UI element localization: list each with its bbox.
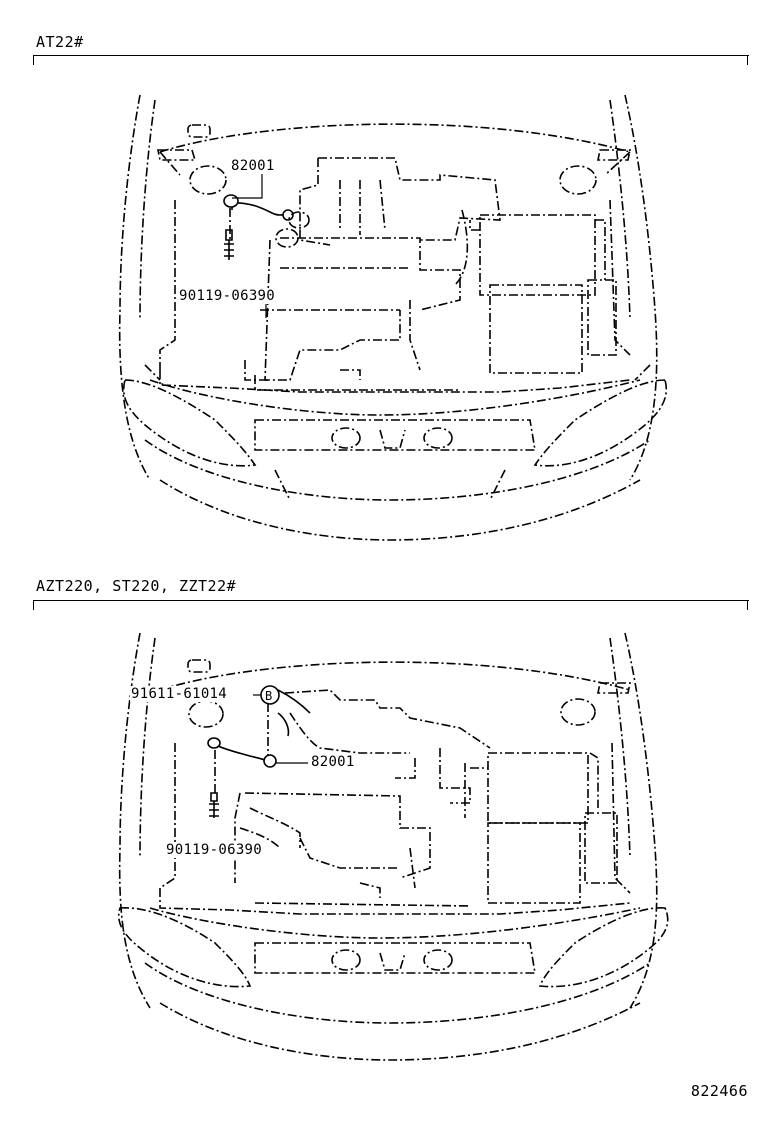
wire-terminal-body-end [223,194,239,208]
section-1-rule-tick-right [747,55,748,65]
label-90119-06390-section-2: 90119-06390 [165,842,264,858]
fuse-box [584,812,618,884]
left-fender-outline [118,94,151,481]
engine-bay-diagram-2: B [0,618,760,1138]
bolt-90119-06390 [209,801,219,818]
label-82001-section-2: 82001 [310,754,356,770]
cowl-outline [159,661,631,691]
bolt-90119-06390 [224,240,234,260]
wire-terminal-engine-end [282,209,294,221]
air-cleaner-box [479,214,596,296]
sheet-id: 822466 [690,1082,748,1100]
section-2-rule [33,600,749,601]
left-strut-tower [188,700,224,728]
wire-terminal-engine-end [263,754,277,768]
left-strut-tower [189,165,227,195]
leader-82001 [232,172,263,199]
section-2-rule-tick-right [747,600,748,610]
front-bumper [144,962,651,1024]
cowl-outline [159,123,631,153]
right-headlight [533,379,667,467]
label-90119-06390-section-1: 90119-06390 [178,288,277,304]
section-1-rule [33,55,749,56]
engine-bay-diagram-1 [0,80,760,600]
ground-wire-82001 [231,202,289,216]
radiator-support [159,370,631,393]
engine-bay-drawing-2: B [118,632,669,1061]
clamp-91611-61014 [277,689,311,714]
battery [487,822,581,904]
air-cleaner-box [487,752,589,824]
right-fender-outline [624,632,658,1009]
ground-wire-82001 [213,743,269,762]
intake-manifold [318,157,501,241]
front-bumper [144,439,651,501]
ref-marker-b: B [265,689,272,703]
label-91611-61014: 91611-61014 [130,686,229,702]
label-82001-section-1: 82001 [230,158,276,174]
intake-manifold [284,689,491,749]
left-headlight [118,907,252,988]
wire-terminal-body-end [207,737,221,749]
section-1-title: AT22# [36,33,84,51]
section-2-title: AZT220, ST220, ZZT22# [36,577,237,595]
left-headlight [123,379,257,467]
engine-block [264,239,401,381]
right-strut-tower [559,165,597,195]
section-2-rule-tick-left [33,600,34,610]
battery [489,284,583,374]
right-headlight [538,907,669,988]
grille [254,419,536,451]
engine-bay-drawing-1 [118,94,667,541]
engine-block [244,792,431,879]
right-strut-tower [560,698,596,726]
right-fender-outline [624,94,658,481]
radiator-support [159,888,631,915]
grille [254,942,536,974]
section-1-rule-tick-left [33,55,34,65]
fuse-box [587,279,617,356]
